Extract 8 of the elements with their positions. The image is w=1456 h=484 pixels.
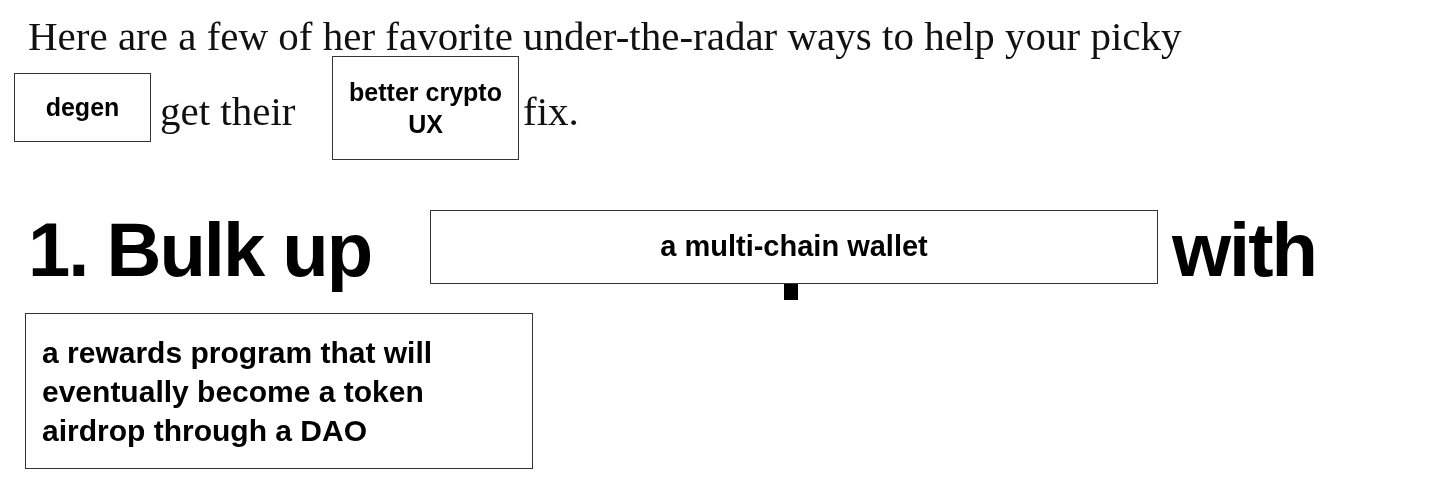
overlay-box: a rewards program that will eventually become a token airdrop through a DAO	[25, 313, 533, 469]
overlay-box: degen	[14, 73, 151, 142]
body-text: Here are a few of her favorite under-the-radar ways to help your picky	[28, 16, 1182, 57]
overlay-box: a multi-chain wallet	[430, 210, 1158, 284]
heading-text: with	[1172, 212, 1316, 288]
overlay-box: better crypto UX	[332, 56, 519, 160]
body-text: get their	[160, 91, 296, 132]
body-text: fix.	[523, 91, 579, 132]
